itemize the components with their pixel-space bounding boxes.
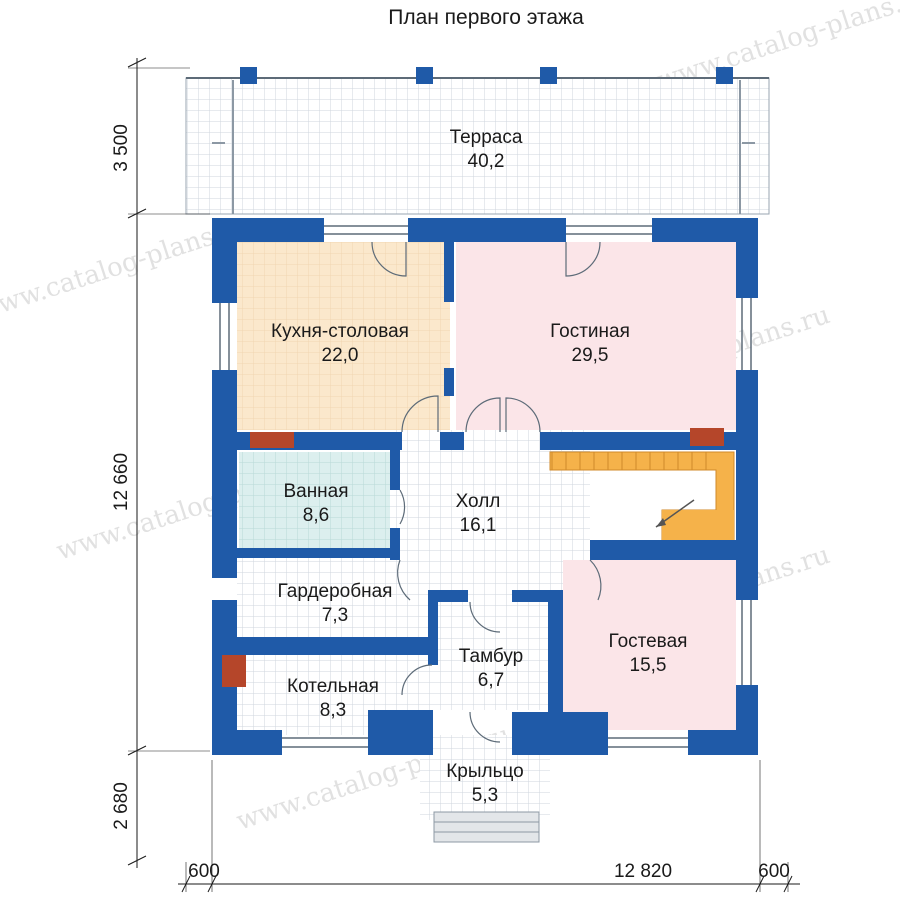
wardrobe-area: 7,3 (322, 605, 348, 626)
room-labels: Терраса 40,2 Кухня-столовая 22,0 Гостина… (271, 127, 687, 806)
doors (371, 241, 602, 743)
hall-name: Холл (456, 491, 501, 512)
dim-porch-depth: 2 680 (111, 782, 132, 830)
boiler-unit (222, 655, 246, 687)
staircase (549, 451, 735, 541)
vestibule-name: Тамбур (459, 646, 524, 667)
terrace (185, 67, 770, 215)
boiler-name: Котельная (287, 676, 379, 697)
stove-kitchen (250, 432, 294, 448)
left-dimensions: 3 500 12 660 2 680 (111, 57, 210, 868)
dim-house-width: 12 820 (614, 861, 672, 882)
porch-name: Крыльцо (446, 761, 524, 782)
windows (219, 225, 752, 748)
kitchen-floor (237, 242, 450, 430)
terrace-name: Терраса (450, 127, 523, 148)
guest-name: Гостевая (609, 631, 688, 652)
wardrobe-name: Гардеробная (278, 581, 393, 602)
guest-area: 15,5 (630, 655, 667, 676)
plan-title: План первого этажа (388, 6, 584, 29)
bath-name: Ванная (283, 481, 348, 502)
dim-terrace-depth: 3 500 (111, 124, 132, 172)
hall-area: 16,1 (460, 515, 497, 536)
walls (212, 218, 758, 755)
stove-stair (690, 428, 724, 446)
kitchen-name: Кухня-столовая (271, 321, 409, 342)
dim-left-overhang: 600 (188, 861, 220, 882)
living-name: Гостиная (550, 321, 630, 342)
living-area: 29,5 (572, 345, 609, 366)
dim-house-depth: 12 660 (111, 453, 132, 511)
bath-floor (239, 452, 390, 548)
porch-steps (433, 811, 540, 843)
living-floor (456, 242, 736, 430)
porch-area: 5,3 (472, 785, 498, 806)
terrace-area: 40,2 (468, 151, 505, 172)
vestibule-floor (430, 600, 548, 710)
bath-area: 8,6 (303, 505, 329, 526)
vestibule-area: 6,7 (478, 670, 504, 691)
boiler-area: 8,3 (320, 700, 346, 721)
guest-floor (563, 560, 736, 730)
bottom-dimensions: 600 12 820 600 (178, 760, 800, 893)
kitchen-area: 22,0 (322, 345, 359, 366)
dim-right-overhang: 600 (758, 861, 790, 882)
